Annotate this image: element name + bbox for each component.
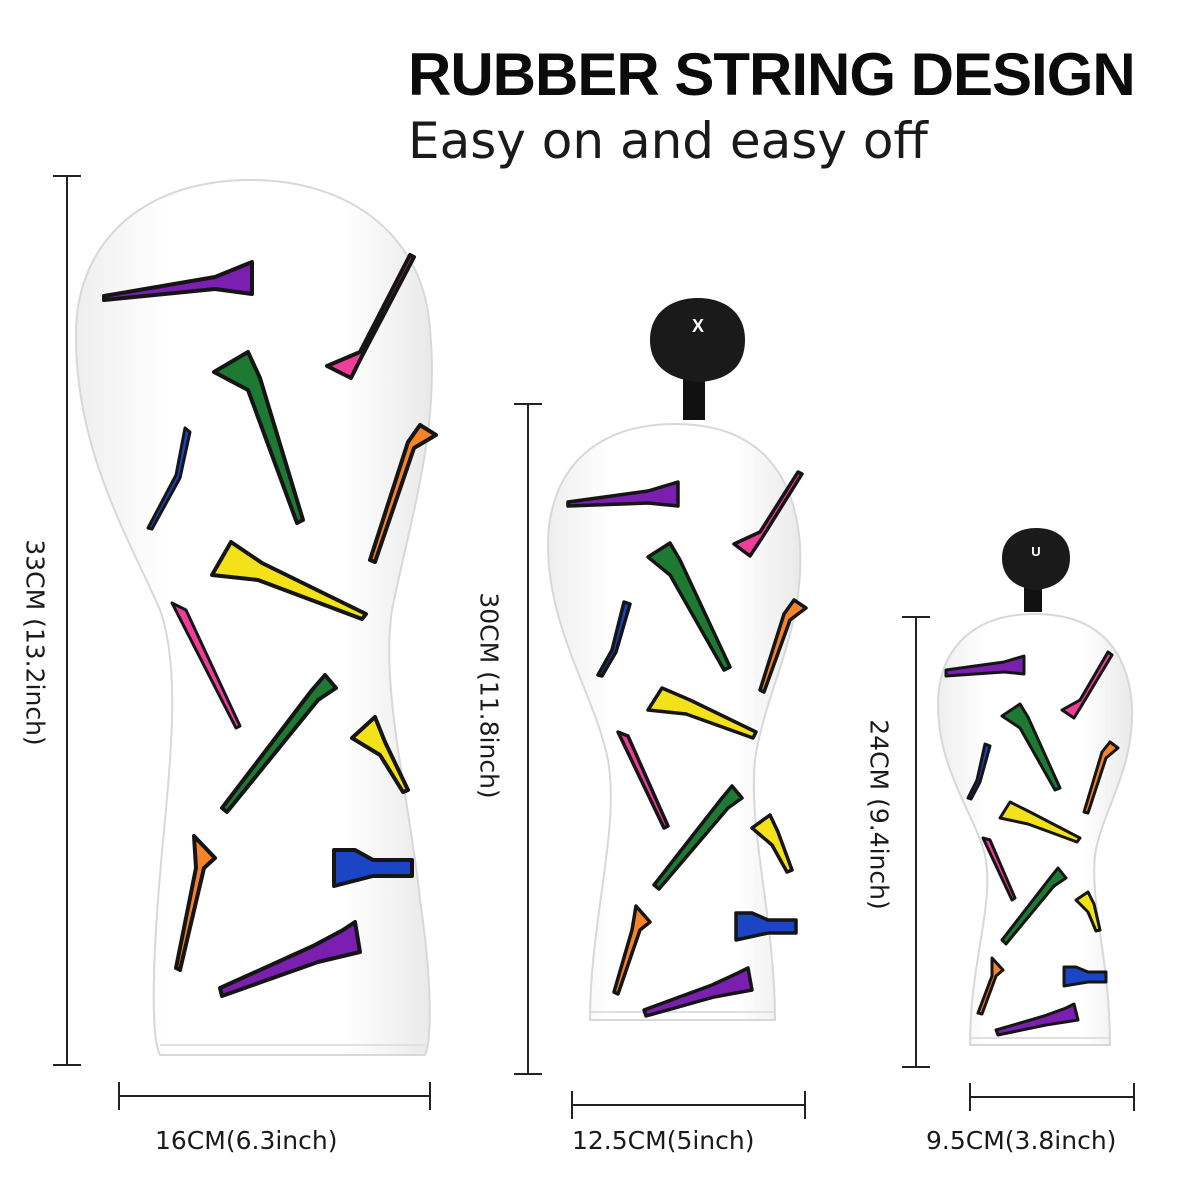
small-tag-mark: U xyxy=(1031,544,1040,559)
tee-purple xyxy=(102,260,254,302)
tee-pink xyxy=(325,253,416,380)
tee-orange-2 xyxy=(174,834,217,972)
tee-blue-2 xyxy=(332,848,414,888)
small-headcover: U xyxy=(936,528,1134,1046)
medium-headcover: X xyxy=(546,298,808,1021)
tee-orange xyxy=(368,423,438,564)
small-cover-tees xyxy=(944,650,1120,1037)
large-height-label: 33CM (13.2inch) xyxy=(20,539,50,746)
medium-width-label: 12.5CM(5inch) xyxy=(572,1126,755,1155)
medium-tag xyxy=(650,298,745,382)
tee-yellow-2 xyxy=(350,715,410,794)
tee-green xyxy=(212,350,305,525)
large-headcover xyxy=(74,178,438,1056)
medium-cover-body xyxy=(546,422,802,1021)
dimension-lines xyxy=(53,175,1135,1119)
medium-tag-mark: X xyxy=(692,316,704,336)
tee-purple-2 xyxy=(218,920,362,998)
subheadline: Easy on and easy off xyxy=(408,112,928,170)
small-cover-body xyxy=(936,612,1134,1046)
large-cover-tees xyxy=(102,253,438,998)
large-cover-body xyxy=(74,178,433,1056)
small-width-label: 9.5CM(3.8inch) xyxy=(926,1126,1117,1155)
headline: RUBBER STRING DESIGN xyxy=(408,41,1136,108)
tee-green-2 xyxy=(220,673,338,814)
tee-pink-2 xyxy=(170,601,242,730)
tee-blue xyxy=(146,426,192,531)
small-tag xyxy=(1002,528,1070,590)
medium-height-label: 30CM (11.8inch) xyxy=(474,592,504,799)
tee-yellow xyxy=(210,540,368,621)
large-width-label: 16CM(6.3inch) xyxy=(155,1126,338,1155)
medium-cover-tees xyxy=(566,470,808,1018)
small-height-label: 24CM (9.4inch) xyxy=(864,719,894,910)
